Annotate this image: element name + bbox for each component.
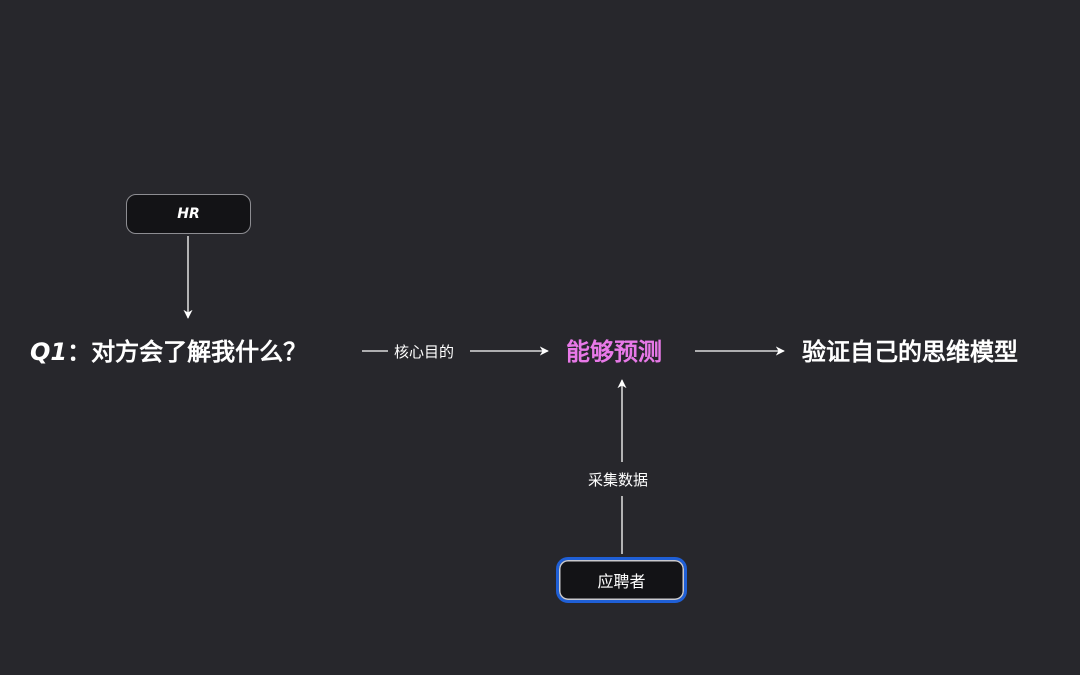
predict-node: 能够预测	[566, 338, 662, 366]
applicant-box-label: 应聘者	[597, 572, 646, 591]
collect-data-label: 采集数据	[588, 471, 649, 489]
validate-model-node: 验证自己的思维模型	[802, 338, 1018, 366]
hr-box: HR	[126, 194, 251, 234]
question-text: ：对方会了解我什么？	[67, 338, 308, 366]
core-purpose-label: 核心目的	[394, 343, 455, 361]
applicant-box: 应聘者	[556, 557, 687, 603]
hr-box-label: HR	[177, 206, 200, 222]
question-prefix: Q1	[30, 338, 68, 366]
question-node: Q1：对方会了解我什么？	[30, 340, 307, 364]
